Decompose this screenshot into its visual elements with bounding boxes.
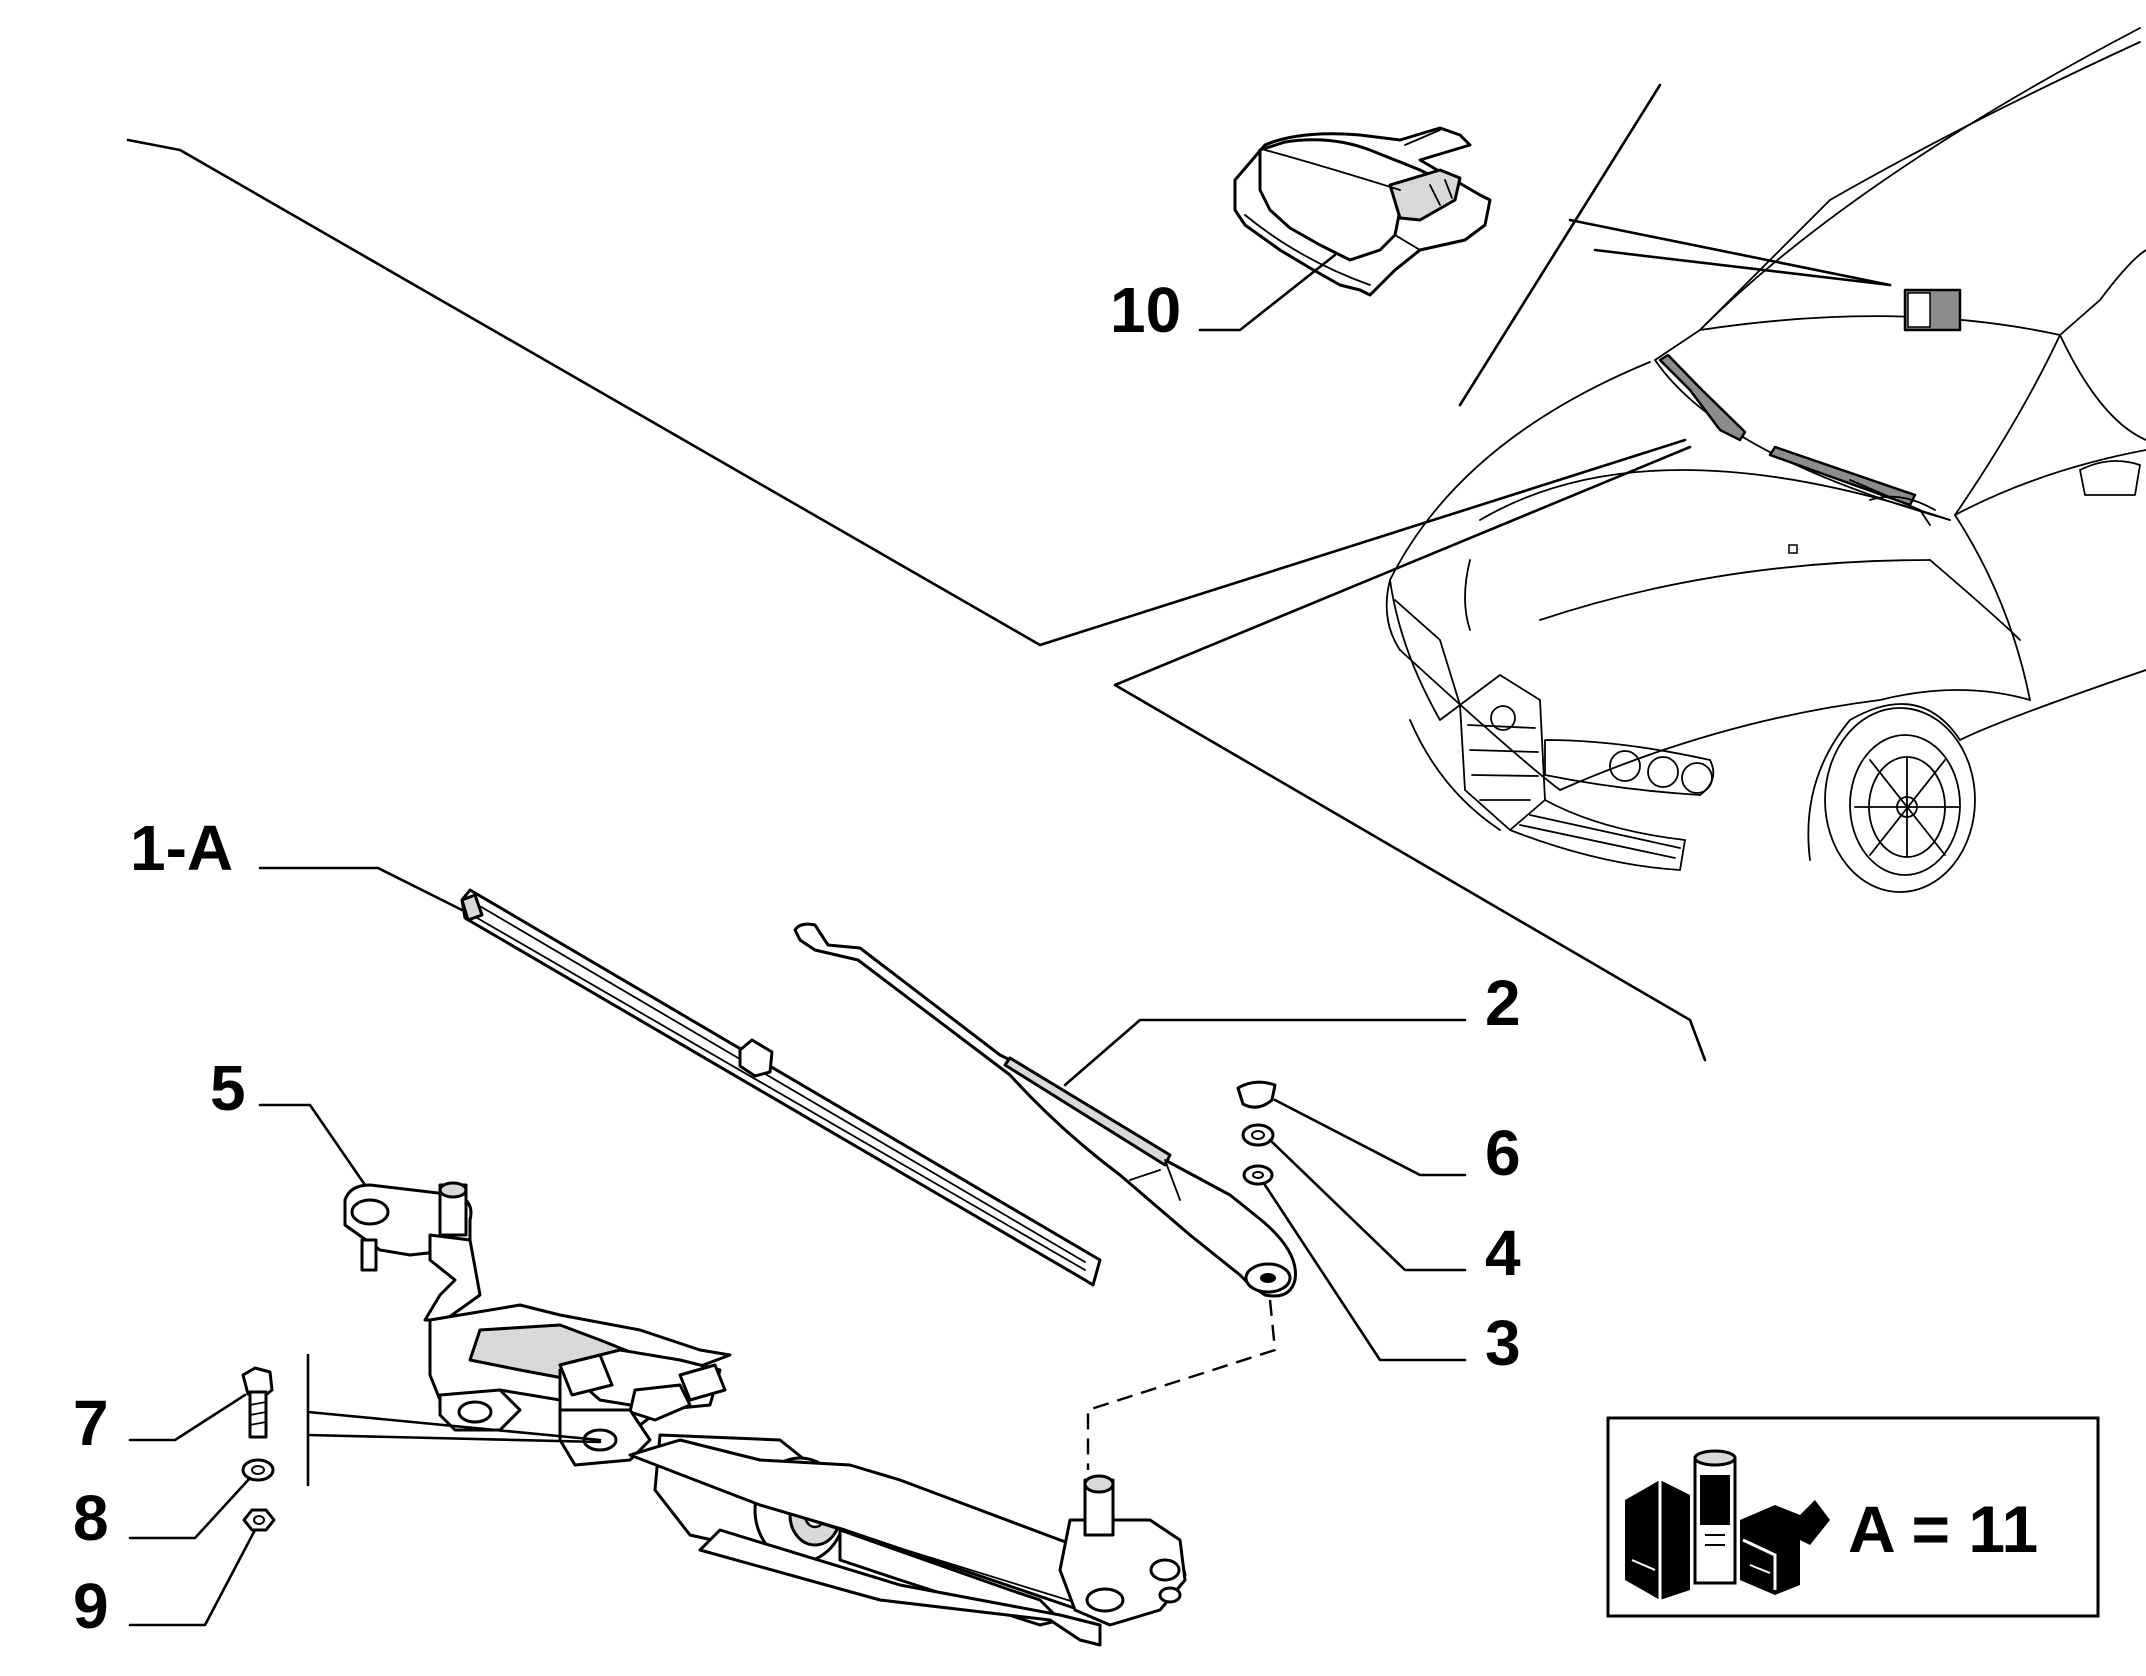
label-7: 7	[73, 1387, 109, 1459]
tightening-torque-icon	[1625, 1449, 1830, 1600]
leader-6	[1273, 1098, 1467, 1177]
label-4: 4	[1485, 1217, 1521, 1289]
wiper-arm-part	[793, 922, 1297, 1298]
nut-9	[242, 1508, 276, 1532]
alignment-dashed-line	[1086, 1299, 1277, 1470]
leader-9	[128, 1528, 257, 1627]
wiper-blade-part	[460, 888, 1102, 1287]
leader-5	[258, 1103, 367, 1187]
leader-3	[1263, 1183, 1467, 1362]
callout-lines-large	[126, 83, 1892, 1062]
washer-3	[1242, 1164, 1274, 1186]
label-2: 2	[1485, 967, 1521, 1039]
label-5: 5	[210, 1052, 246, 1124]
label-1A: 1-A	[130, 812, 233, 884]
car-illustration	[1385, 27, 2146, 893]
label-8: 8	[73, 1482, 109, 1554]
label-9: 9	[73, 1570, 109, 1642]
leader-8	[128, 1476, 252, 1540]
leader-10	[1198, 253, 1337, 332]
label-3: 3	[1485, 1307, 1521, 1379]
info-box: A = 11	[1606, 1416, 2100, 1618]
bolt-7	[241, 1366, 274, 1439]
label-10: 10	[1110, 274, 1181, 346]
leader-1A	[258, 866, 464, 912]
leader-4	[1268, 1138, 1467, 1272]
washer-8	[241, 1458, 275, 1482]
bracket-pointer	[306, 1410, 602, 1444]
leader-2	[1063, 1018, 1467, 1087]
info-box-text: A = 11	[1848, 1492, 2038, 1566]
rain-sensor-part	[1233, 126, 1492, 297]
label-6: 6	[1485, 1117, 1521, 1189]
wiper-linkage-motor	[343, 1181, 1187, 1647]
cover-cap-6	[1236, 1080, 1277, 1109]
leader-7	[128, 1393, 247, 1442]
washer-4	[1241, 1123, 1275, 1147]
